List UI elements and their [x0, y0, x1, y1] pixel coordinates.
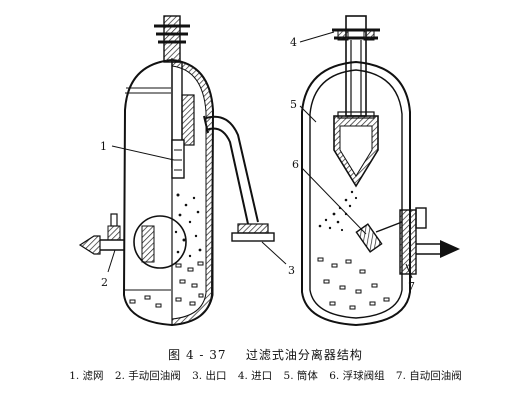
- legend-item-outlet: 3. 出口: [192, 370, 227, 382]
- filter-oil-separator-diagram: 1 2 3 4 5 6 7: [78, 15, 460, 327]
- callout-4: 4: [290, 36, 297, 49]
- legend-item-inlet: 4. 进口: [237, 370, 273, 382]
- callout-6: 6: [292, 158, 299, 171]
- callout-7: 7: [408, 280, 415, 293]
- left-vessel: [78, 15, 215, 327]
- callout-5: 5: [290, 98, 297, 111]
- legend-item-shell: 5. 筒体: [283, 370, 318, 382]
- figure-caption: 图 4 - 37 过滤式油分离器结构: [0, 346, 531, 363]
- legend-item-float-valve-group: 6. 浮球阀组: [329, 370, 385, 382]
- outlet-pipe: [203, 115, 275, 242]
- right-vessel: [301, 15, 460, 327]
- legend-item-manual-return-valve: 2. 手动回油阀: [114, 370, 181, 382]
- callout-2: 2: [101, 276, 108, 289]
- legend-item-auto-return-valve: 7. 自动回油阀: [395, 370, 462, 382]
- callout-leaders: [107, 31, 413, 279]
- callout-3: 3: [288, 264, 295, 277]
- callout-1: 1: [100, 140, 107, 153]
- figure-number: 图 4 - 37: [168, 348, 227, 362]
- figure-title: 过滤式油分离器结构: [245, 348, 363, 362]
- figure-legend: 1. 滤网 2. 手动回油阀 3. 出口 4. 进口 5. 筒体 6. 浮球阀组…: [0, 368, 531, 383]
- legend-item-filter-screen: 1. 滤网: [69, 370, 104, 382]
